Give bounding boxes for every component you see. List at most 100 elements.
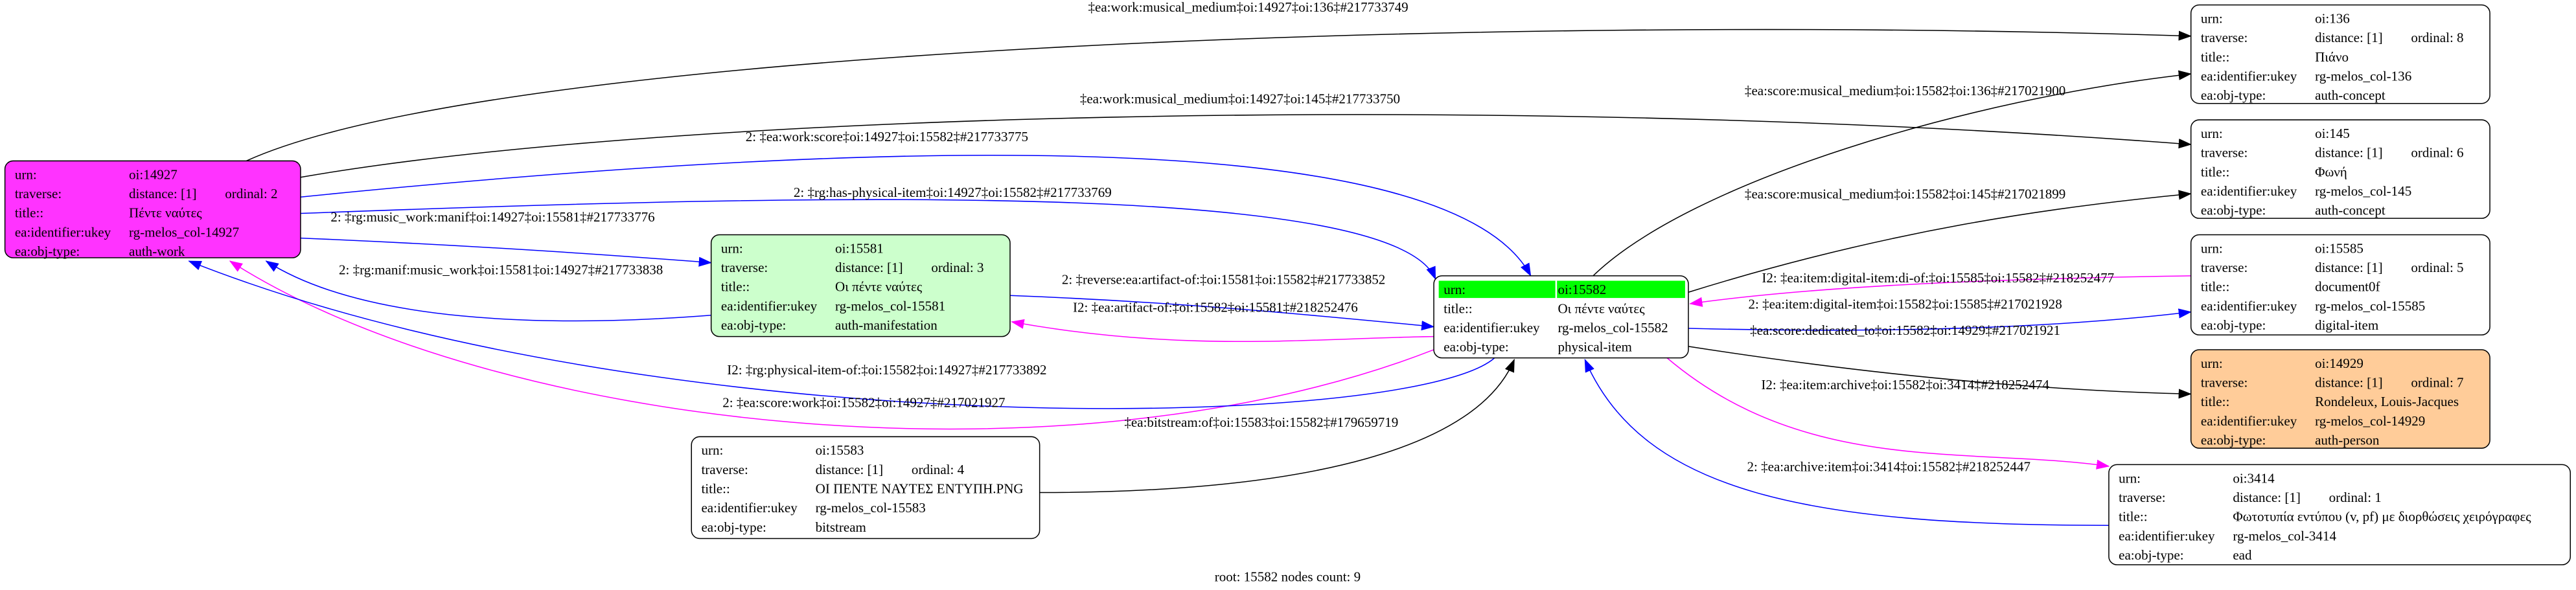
field-value-obj_type: physical-item [1558,339,1632,355]
node-box[interactable] [2190,349,2490,449]
field-label-title: title:: [2201,164,2229,179]
edge-label: 2: ‡ea:score:work‡oi:15582‡oi:14927‡#217… [722,395,1005,411]
edge-label: ‡ea:work:musical_medium‡oi:14927‡oi:145‡… [1080,91,1400,107]
field-value-title: Πιάνο [2315,49,2349,65]
traverse-ordinal: ordinal: 1 [2329,490,2382,505]
edge-label: I2: ‡ea:item:archive‡oi:15582‡oi:3414‡#2… [1761,377,2049,392]
field-value-obj_type: auth-work [129,244,185,259]
node-box[interactable] [691,436,1041,539]
edge-line[interactable] [300,155,1532,277]
edge-line[interactable] [265,260,711,322]
field-label-ukey: ea:identifier:ukey [2201,68,2297,84]
field-label-urn: urn: [2201,356,2223,371]
edge-line[interactable] [1688,190,2192,293]
edge[interactable]: 2: ‡ea:work:score‡oi:14927‡oi:15582‡#217… [300,129,1532,277]
field-value-obj_type: auth-person [2315,432,2380,448]
edge-line[interactable] [246,28,2192,162]
node-box[interactable] [2190,4,2490,104]
edge[interactable]: ‡ea:score:musical_medium‡oi:15582‡oi:136… [1593,70,2192,277]
field-value-obj_type: ead [2233,547,2252,563]
edge[interactable]: ‡ea:work:musical_medium‡oi:14927‡oi:136‡… [246,0,2192,162]
edge-line[interactable] [1584,359,2109,526]
edge-line[interactable] [1039,358,1515,494]
field-label-traverse: traverse: [721,260,768,275]
edge-line[interactable] [1666,357,2110,470]
field-label-ukey: ea:identifier:ukey [2119,528,2215,543]
node-box[interactable] [2190,119,2490,219]
edge-label: I2: ‡rg:physical-item-of:‡oi:15582‡oi:14… [727,362,1046,378]
edge-line[interactable] [1593,70,2192,277]
edge[interactable]: 2: ‡ea:archive:item‡oi:3414‡oi:15582‡#21… [1584,359,2109,526]
traverse-ordinal: ordinal: 8 [2411,30,2463,45]
field-value-ukey: rg-melos_col-14927 [129,224,239,240]
edge[interactable]: 2: ‡ea:item:digital-item‡oi:15582‡oi:155… [1688,297,2192,331]
field-value-title: Πέντε ναύτες [129,205,202,221]
edge-label: I2: ‡ea:artifact-of:‡oi:15582‡oi:15581‡#… [1073,300,1358,315]
edge[interactable]: I2: ‡rg:physical-item-of:‡oi:15582‡oi:14… [229,260,1434,430]
edge-line[interactable] [1009,295,1435,331]
field-value-ukey: rg-melos_col-145 [2315,183,2411,199]
node-box[interactable] [710,234,1011,337]
edge-line[interactable] [188,260,1495,409]
edge[interactable]: I2: ‡ea:item:archive‡oi:15582‡oi:3414‡#2… [1666,357,2110,470]
field-label-obj_type: ea:obj-type: [2201,432,2266,448]
field-label-traverse: traverse: [2201,374,2248,390]
edge-line[interactable] [300,199,1436,280]
field-label-urn: urn: [2119,470,2141,486]
edge[interactable]: 2: ‡rg:music_work:manif‡oi:14927‡oi:1558… [300,209,712,267]
field-label-ukey: ea:identifier:ukey [15,224,111,240]
node-box[interactable] [2190,234,2490,335]
edge-line[interactable] [1011,319,1434,343]
edge[interactable]: ‡ea:bitstream:of‡oi:15583‡oi:15582‡#1796… [1039,358,1515,494]
field-value-ukey: rg-melos_col-15581 [835,298,945,313]
field-label-obj_type: ea:obj-type: [2201,203,2266,218]
edge[interactable]: I2: ‡ea:artifact-of:‡oi:15582‡oi:15581‡#… [1011,300,1434,343]
edge-line[interactable] [1688,308,2192,331]
traverse-distance: distance: [1] [2315,30,2383,45]
field-label-title: title:: [721,279,750,295]
edge-line[interactable] [1689,275,2191,307]
edge-line[interactable] [300,237,712,267]
edge[interactable]: ‡ea:score:dedicated_to‡oi:15582‡oi:14929… [1688,323,2192,399]
field-label-ukey: ea:identifier:ukey [721,298,818,313]
traverse-ordinal: ordinal: 4 [912,462,965,477]
field-value-title: Οι πέντε ναύτες [835,279,923,295]
edge[interactable]: 2: ‡rg:manif:music_work‡oi:15581‡oi:1492… [265,260,711,322]
field-label-traverse: traverse: [701,462,748,477]
edge-label: 2: ‡rg:music_work:manif‡oi:14927‡oi:1558… [330,209,654,225]
edge-line[interactable] [229,260,1434,430]
field-label-obj_type: ea:obj-type: [701,519,766,535]
edge[interactable]: I2: ‡ea:item:digital-item:di-of:‡oi:1558… [1689,270,2191,307]
edge[interactable]: ‡ea:score:musical_medium‡oi:15582‡oi:145… [1688,187,2192,293]
edge-line[interactable] [1688,346,2192,399]
field-label-title: title:: [701,481,730,497]
edge-line[interactable] [300,114,2192,178]
edge-label: 2: ‡reverse:ea:artifact-of:‡oi:15581‡oi:… [1062,272,1385,288]
field-label-traverse: traverse: [2201,30,2248,45]
traverse-ordinal: ordinal: 6 [2411,145,2463,161]
node-box[interactable] [4,160,301,258]
edge[interactable]: 2: ‡rg:has-physical-item‡oi:14927‡oi:155… [300,185,1436,280]
field-value-obj_type: auth-manifestation [835,317,937,333]
edge[interactable]: ‡ea:work:musical_medium‡oi:14927‡oi:145‡… [300,91,2192,178]
traverse-distance: distance: [1] [835,260,903,275]
field-label-ukey: ea:identifier:ukey [2201,183,2297,199]
field-label-urn: urn: [2201,10,2223,26]
field-value-obj_type: auth-concept [2315,87,2386,103]
edge[interactable]: 2: ‡reverse:ea:artifact-of:‡oi:15581‡oi:… [1009,272,1435,331]
field-label-title: title:: [2201,49,2229,65]
field-label-obj_type: ea:obj-type: [15,244,80,259]
edge[interactable]: 2: ‡ea:score:work‡oi:15582‡oi:14927‡#217… [188,260,1495,411]
node-box[interactable] [2108,464,2571,565]
field-label-obj_type: ea:obj-type: [2119,547,2183,563]
